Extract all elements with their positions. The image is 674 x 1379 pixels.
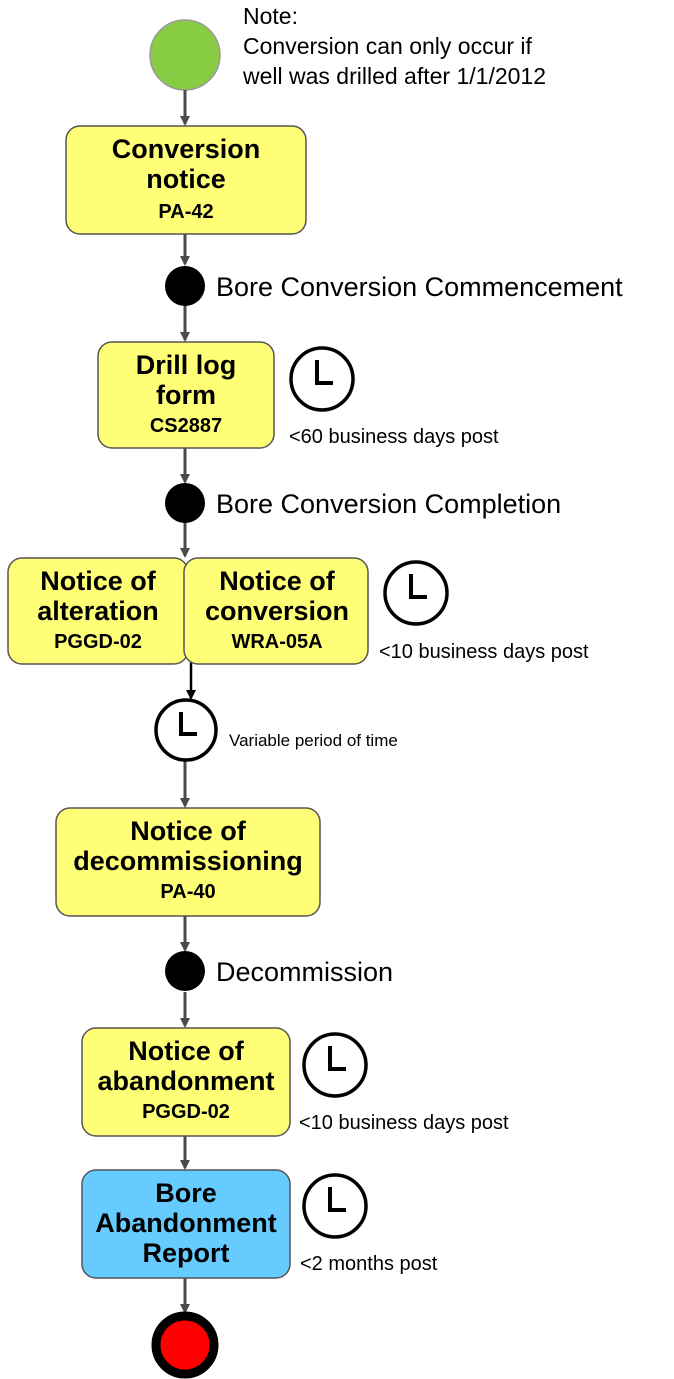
svg-text:Conversion: Conversion — [112, 134, 261, 164]
drill-log-form-box: Drill log form CS2887 — [97, 341, 275, 449]
timer-abandonment-label: <10 business days post — [299, 1112, 509, 1134]
clock-icon — [154, 698, 218, 762]
event-commencement-label: Bore Conversion Commencement — [216, 272, 623, 302]
timer-report-label: <2 months post — [300, 1253, 438, 1275]
svg-text:Notice of: Notice of — [130, 816, 247, 846]
clock-icon — [302, 1173, 368, 1239]
svg-text:abandonment: abandonment — [97, 1066, 274, 1096]
svg-text:Notice of: Notice of — [40, 566, 157, 596]
clock-icon — [302, 1032, 368, 1098]
timer-variable-label: Variable period of time — [229, 731, 398, 750]
event-commencement-node — [165, 266, 205, 306]
svg-text:notice: notice — [146, 164, 226, 194]
timer-notices-label: <10 business days post — [379, 641, 589, 663]
note-title: Note: — [243, 3, 298, 29]
end-node — [151, 1311, 219, 1379]
svg-text:form: form — [156, 380, 216, 410]
svg-text:alteration: alteration — [37, 596, 159, 626]
timer-drill-log-label: <60 business days post — [289, 426, 499, 448]
svg-text:conversion: conversion — [205, 596, 349, 626]
notice-of-alteration-box: Notice of alteration PGGD-02 — [7, 557, 189, 665]
svg-text:Abandonment: Abandonment — [95, 1208, 277, 1238]
notice-of-conversion-box: Notice of conversion WRA-05A — [183, 557, 369, 665]
notice-of-decommissioning-box: Notice of decommissioning PA-40 — [55, 807, 321, 917]
clock-icon — [383, 560, 449, 626]
event-completion-node — [165, 483, 205, 523]
svg-text:WRA-05A: WRA-05A — [231, 631, 322, 653]
conversion-notice-box: Conversion notice PA-42 — [65, 125, 307, 235]
note-line-1: Conversion can only occur if — [243, 33, 533, 59]
notice-of-abandonment-box: Notice of abandonment PGGD-02 — [81, 1027, 291, 1137]
svg-text:Notice of: Notice of — [128, 1036, 245, 1066]
bore-abandonment-report-box: Bore Abandonment Report — [81, 1169, 291, 1279]
svg-text:PA-42: PA-42 — [158, 201, 213, 223]
clock-icon — [289, 346, 355, 412]
svg-text:Drill log: Drill log — [136, 350, 237, 380]
event-decommission-label: Decommission — [216, 957, 393, 987]
svg-text:PA-40: PA-40 — [160, 881, 215, 903]
svg-text:decommissioning: decommissioning — [73, 846, 303, 876]
event-decommission-node — [165, 951, 205, 991]
svg-text:CS2887: CS2887 — [150, 415, 222, 437]
event-completion-label: Bore Conversion Completion — [216, 489, 561, 519]
svg-text:Notice of: Notice of — [219, 566, 336, 596]
svg-text:PGGD-02: PGGD-02 — [142, 1101, 230, 1123]
svg-text:Report: Report — [143, 1238, 230, 1268]
svg-text:PGGD-02: PGGD-02 — [54, 631, 142, 653]
start-node — [149, 19, 221, 91]
note-line-2: well was drilled after 1/1/2012 — [242, 63, 546, 89]
svg-text:Bore: Bore — [155, 1178, 217, 1208]
